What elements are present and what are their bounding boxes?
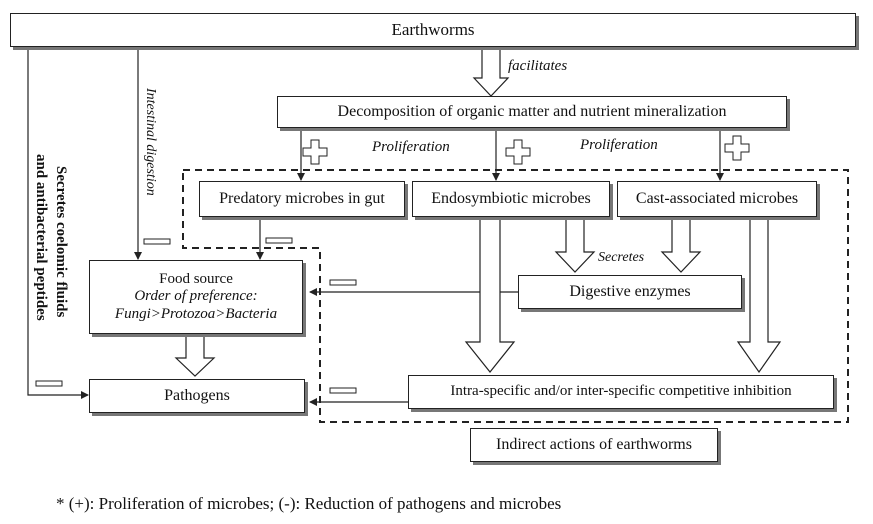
- endosymbiotic-microbes-label: Endosymbiotic microbes: [431, 189, 591, 207]
- proliferation-label-right: Proliferation: [580, 137, 658, 153]
- minus-sign: [329, 279, 357, 286]
- secretes-coelomic-label-2: and antibacterial peptides: [33, 154, 49, 321]
- competitive-inhibition-label: Intra-specific and/or inter-specific com…: [450, 383, 792, 400]
- indirect-actions-label: Indirect actions of earthworms: [496, 435, 692, 453]
- plus-sign: [505, 139, 531, 165]
- plus-sign: [724, 135, 750, 161]
- facilitates-arrow: [472, 47, 510, 97]
- minus-sign: [143, 238, 171, 245]
- predatory-microbes-box: Predatory microbes in gut: [199, 181, 405, 217]
- secretes-coelomic-label-1: Secretes coelomic fluids: [53, 166, 69, 318]
- predatory-microbes-label: Predatory microbes in gut: [219, 189, 385, 207]
- plus-sign: [302, 139, 328, 165]
- secretes-label: Secretes: [598, 250, 645, 265]
- digestive-enzymes-label: Digestive enzymes: [569, 282, 691, 300]
- facilitates-label: facilitates: [508, 58, 568, 74]
- footnote: * (+): Proliferation of microbes; (-): R…: [56, 494, 562, 513]
- pathogens-box: Pathogens: [89, 379, 305, 413]
- competitive-inhibition-box: Intra-specific and/or inter-specific com…: [408, 375, 834, 409]
- cast-associated-microbes-box: Cast-associated microbes: [617, 181, 817, 217]
- minus-sign: [265, 237, 293, 244]
- coelomic-line: [27, 47, 89, 399]
- indirect-actions-region: [182, 169, 849, 423]
- food-source-box: Food source Order of preference: Fungi>P…: [89, 260, 303, 334]
- decomposition-box: Decomposition of organic matter and nutr…: [277, 96, 787, 128]
- minus-sign: [329, 387, 357, 394]
- food-order-label: Fungi>Protozoa>Bacteria: [114, 305, 278, 322]
- earthworms-box: Earthworms: [10, 13, 856, 47]
- proliferation-label-left: Proliferation: [372, 139, 450, 155]
- pathogens-label: Pathogens: [164, 386, 230, 404]
- endosymbiotic-microbes-box: Endosymbiotic microbes: [412, 181, 610, 217]
- food-source-title: Food source: [159, 271, 233, 288]
- digestive-enzymes-box: Digestive enzymes: [518, 275, 742, 309]
- indirect-actions-box: Indirect actions of earthworms: [470, 428, 718, 462]
- intestinal-digestion-label: Intestinal digestion: [143, 88, 158, 196]
- cast-associated-microbes-label: Cast-associated microbes: [635, 189, 799, 207]
- minus-sign: [35, 380, 63, 387]
- decomposition-label: Decomposition of organic matter and nutr…: [337, 102, 727, 120]
- food-preference-label: Order of preference:: [134, 288, 258, 305]
- earthworms-label: Earthworms: [391, 20, 475, 40]
